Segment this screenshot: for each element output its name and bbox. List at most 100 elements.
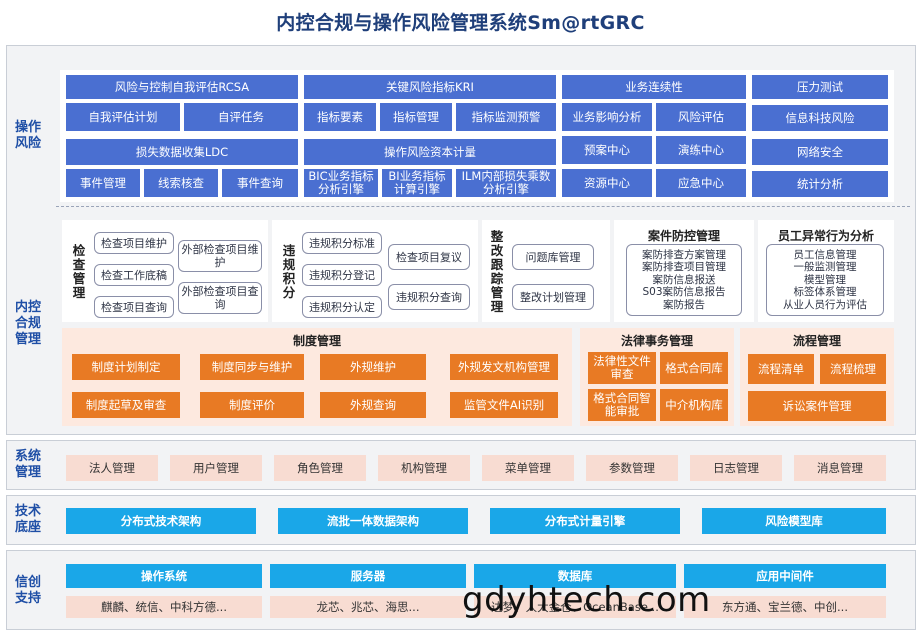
tech-risk-model-lib: 风险模型库 <box>702 508 886 534</box>
bi-engine: BI业务指标计算引擎 <box>382 169 452 197</box>
page-title: 内控合规与操作风险管理系统Sm@rtGRC <box>276 12 645 34</box>
xc-db: 数据库 <box>474 564 676 588</box>
xc-db-items: 达梦、人大金仓、OceanBase... <box>474 596 676 618</box>
inspection-item-query: 检查项目查询 <box>94 296 174 318</box>
sys-item-menu: 菜单管理 <box>482 455 574 481</box>
sys-item-user: 用户管理 <box>170 455 262 481</box>
violation-query: 违规积分查询 <box>388 284 470 310</box>
ldc-query: 事件查询 <box>222 169 298 197</box>
violation-label: 违规积分 <box>282 243 296 300</box>
case-title: 案件防控管理 <box>647 229 720 243</box>
staff-title: 员工异常行为分析 <box>777 229 874 243</box>
staff-line: 一般监测管理 <box>793 261 857 274</box>
case-line: 案防报告 <box>663 298 705 311</box>
process-litigation: 诉讼案件管理 <box>748 391 886 421</box>
bcm-header: 业务连续性 <box>562 75 746 99</box>
policy-ext-query: 外规查询 <box>320 392 426 418</box>
rcsa-task: 自评任务 <box>184 103 298 131</box>
case-line: S03案防信息报告 <box>642 286 726 299</box>
staff-list: 员工信息管理 一般监测管理 模型管理 标签体系管理 从业人员行为评估 <box>766 244 884 316</box>
policy-ai: 监管文件AI识别 <box>450 392 558 418</box>
violation-review: 检查项目复议 <box>388 244 470 270</box>
tech-compute-engine: 分布式计量引擎 <box>490 508 680 534</box>
section-frame-xc <box>6 550 916 630</box>
kri-elem: 指标要素 <box>304 103 376 131</box>
side-label-ic: 内控 合规 管理 <box>14 300 41 347</box>
legal-contract-approve: 格式合同智能审批 <box>588 389 656 421</box>
it-risk: 信息科技风险 <box>752 105 888 131</box>
rectify-label: 整改跟踪管理 <box>490 229 504 314</box>
process-list: 流程清单 <box>748 354 814 384</box>
process-sort: 流程梳理 <box>820 354 886 384</box>
side-label-xc: 信创 支持 <box>14 575 41 606</box>
side-label-op-risk: 操作 风险 <box>14 120 41 151</box>
ldc-header: 损失数据收集LDC <box>66 139 298 165</box>
stress-test: 压力测试 <box>752 75 888 99</box>
xc-server: 服务器 <box>270 564 466 588</box>
inspection-external-query: 外部检查项目查询 <box>178 282 262 314</box>
policy-ext-maintain: 外规维护 <box>320 354 426 380</box>
policy-plan: 制度计划制定 <box>72 354 180 380</box>
rcsa-plan: 自我评估计划 <box>66 103 180 131</box>
staff-line: 标签体系管理 <box>793 286 857 299</box>
case-list: 案防排查方案管理 案防排查项目管理 案防信息报送 S03案防信息报告 案防报告 <box>626 244 742 316</box>
case-line: 案防信息报送 <box>652 273 716 286</box>
sys-item-role: 角色管理 <box>274 455 366 481</box>
ldc-clue: 线索核查 <box>144 169 218 197</box>
legal-contract-lib: 格式合同库 <box>660 352 728 384</box>
xc-server-items: 龙芯、兆芯、海思... <box>270 596 466 618</box>
xc-os-items: 麒麟、统信、中科方德... <box>66 596 262 618</box>
case-line: 案防排查方案管理 <box>642 248 726 261</box>
bcm-bia: 业务影响分析 <box>562 103 652 131</box>
xc-middleware-items: 东方通、宝兰德、中创... <box>684 596 886 618</box>
violation-confirm: 违规积分认定 <box>302 296 382 318</box>
sys-item-org: 机构管理 <box>378 455 470 481</box>
case-line: 案防排查项目管理 <box>642 261 726 274</box>
bic-engine: BIC业务指标分析引擎 <box>304 169 378 197</box>
violation-register: 违规积分登记 <box>302 264 382 286</box>
ldc-event: 事件管理 <box>66 169 140 197</box>
policy-title: 制度管理 <box>292 334 341 348</box>
xc-os: 操作系统 <box>66 564 262 588</box>
inspection-item-workpaper: 检查工作底稿 <box>94 264 174 286</box>
sys-item-param: 参数管理 <box>586 455 678 481</box>
bcm-resource-center: 资源中心 <box>562 169 652 197</box>
ilm-engine: ILM内部损失乘数分析引擎 <box>456 169 556 197</box>
side-label-sys: 系统 管理 <box>14 449 41 480</box>
kri-header: 关键风险指标KRI <box>304 75 556 99</box>
tech-stream-batch: 流批一体数据架构 <box>278 508 468 534</box>
inspection-external-maintain: 外部检查项目维护 <box>178 240 262 272</box>
legal-agency-lib: 中介机构库 <box>660 389 728 421</box>
violation-standard: 违规积分标准 <box>302 232 382 254</box>
policy-draft: 制度起草及审查 <box>72 392 180 418</box>
sys-item-log: 日志管理 <box>690 455 782 481</box>
policy-ext-org: 外规发文机构管理 <box>450 354 558 380</box>
policy-sync: 制度同步与维护 <box>200 354 304 380</box>
policy-eval: 制度评价 <box>200 392 304 418</box>
rectify-issue-lib: 问题库管理 <box>512 244 594 270</box>
tech-distributed-arch: 分布式技术架构 <box>66 508 256 534</box>
watermark-text: gdyhtech.com <box>462 580 711 620</box>
inspection-label: 检查管理 <box>72 243 86 300</box>
bcm-drill-center: 演练中心 <box>656 136 746 164</box>
sys-item-message: 消息管理 <box>794 455 886 481</box>
staff-line: 模型管理 <box>804 273 846 286</box>
sys-item-legal-entity: 法人管理 <box>66 455 158 481</box>
bcm-risk-assess: 风险评估 <box>656 103 746 131</box>
inspection-item-maintain: 检查项目维护 <box>94 232 174 254</box>
side-label-tech: 技术 底座 <box>14 504 41 535</box>
stat-analysis: 统计分析 <box>752 171 888 197</box>
legal-doc-review: 法律性文件审查 <box>588 352 656 384</box>
staff-line: 从业人员行为评估 <box>783 298 867 311</box>
bcm-emergency-center: 应急中心 <box>656 169 746 197</box>
staff-line: 员工信息管理 <box>793 248 857 261</box>
rcsa-header: 风险与控制自我评估RCSA <box>66 75 298 99</box>
network-security: 网络安全 <box>752 139 888 165</box>
section-divider <box>56 206 910 207</box>
process-title: 流程管理 <box>792 334 841 348</box>
xc-middleware: 应用中间件 <box>684 564 886 588</box>
legal-title: 法律事务管理 <box>620 334 693 348</box>
kri-mgmt: 指标管理 <box>380 103 452 131</box>
kri-monitor: 指标监测预警 <box>456 103 556 131</box>
rectify-plan: 整改计划管理 <box>512 284 594 310</box>
